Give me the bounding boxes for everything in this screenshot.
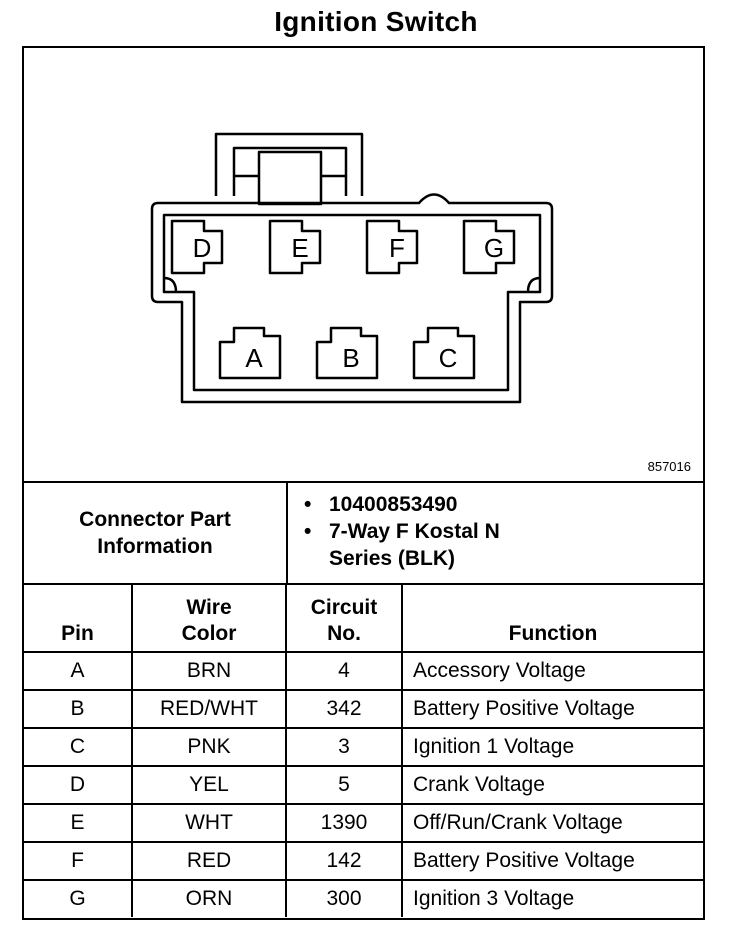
- pin-label: B: [342, 343, 359, 373]
- connector-part-number: 10400853490: [329, 493, 458, 516]
- page-title: Ignition Switch: [274, 6, 478, 37]
- pin-cavity: [170, 219, 224, 275]
- connector-diagram: D E F G A B C 857016: [24, 48, 703, 483]
- cell-function: Accessory Voltage: [401, 651, 703, 691]
- connector-description: 7-Way F Kostal N Series (BLK): [329, 518, 500, 572]
- cell-circuit-no: 342: [285, 689, 403, 729]
- cell-wire-color: RED: [131, 841, 287, 881]
- connector-info-label-line1: Connector Part: [79, 508, 231, 531]
- connector-latch-tab: [257, 150, 323, 206]
- cell-circuit-no: 5: [285, 765, 403, 805]
- cell-circuit-no: 4: [285, 651, 403, 691]
- bullet-icon: •: [304, 493, 312, 516]
- connector-description-line2: Series (BLK): [329, 547, 456, 570]
- cell-wire-color: WHT: [131, 803, 287, 843]
- connector-info-list: • 10400853490 • 7-Way F Kostal N Series …: [304, 491, 500, 572]
- pin-cavity: [412, 326, 476, 380]
- connector-info-item: • 10400853490: [304, 491, 500, 518]
- header-pin: Pin: [24, 585, 133, 653]
- cell-pin: B: [24, 689, 133, 729]
- pin-label: C: [439, 343, 458, 373]
- cell-circuit-no: 3: [285, 727, 403, 767]
- cell-wire-color: ORN: [131, 879, 287, 917]
- cell-circuit-no: 1390: [285, 803, 403, 843]
- cell-function: Ignition 3 Voltage: [401, 879, 703, 917]
- cell-pin: C: [24, 727, 133, 767]
- cell-function: Crank Voltage: [401, 765, 703, 805]
- cell-circuit-no: 300: [285, 879, 403, 917]
- connector-info-item: • 7-Way F Kostal N Series (BLK): [304, 518, 500, 572]
- header-function: Function: [401, 585, 703, 653]
- connector-latch: [214, 132, 364, 196]
- cell-wire-color: PNK: [131, 727, 287, 767]
- connector-info-label: Connector Part Information: [24, 483, 288, 583]
- cell-wire-color: RED/WHT: [131, 689, 287, 729]
- pin-cavity: [462, 219, 516, 275]
- figure-number: 857016: [647, 459, 691, 474]
- cell-pin: G: [24, 879, 133, 917]
- cell-circuit-no: 142: [285, 841, 403, 881]
- pin-cavity: [315, 326, 379, 380]
- cell-pin: F: [24, 841, 133, 881]
- cell-function: Battery Positive Voltage: [401, 841, 703, 881]
- cell-pin: E: [24, 803, 133, 843]
- cell-function: Battery Positive Voltage: [401, 689, 703, 729]
- pin-cavity: [365, 219, 419, 275]
- cell-wire-color: YEL: [131, 765, 287, 805]
- pin-label: A: [245, 343, 263, 373]
- cell-pin: D: [24, 765, 133, 805]
- connector-body: [150, 193, 554, 404]
- pin-label: F: [389, 233, 405, 263]
- pin-cavity: [218, 326, 282, 380]
- cell-function: Ignition 1 Voltage: [401, 727, 703, 767]
- cell-function: Off/Run/Crank Voltage: [401, 803, 703, 843]
- connector-face-drawing: D E F G A B C: [150, 132, 554, 404]
- pin-label: E: [291, 233, 308, 263]
- connector-description-line1: 7-Way F Kostal N: [329, 520, 500, 543]
- pin-cavity: [268, 219, 322, 275]
- bullet-icon: •: [304, 520, 312, 543]
- pin-label: G: [484, 233, 504, 263]
- connector-info-row: Connector Part Information • 10400853490…: [24, 483, 703, 585]
- pin-label: D: [193, 233, 212, 263]
- connector-info-label-line2: Information: [97, 535, 213, 558]
- cell-pin: A: [24, 651, 133, 691]
- cell-wire-color: BRN: [131, 651, 287, 691]
